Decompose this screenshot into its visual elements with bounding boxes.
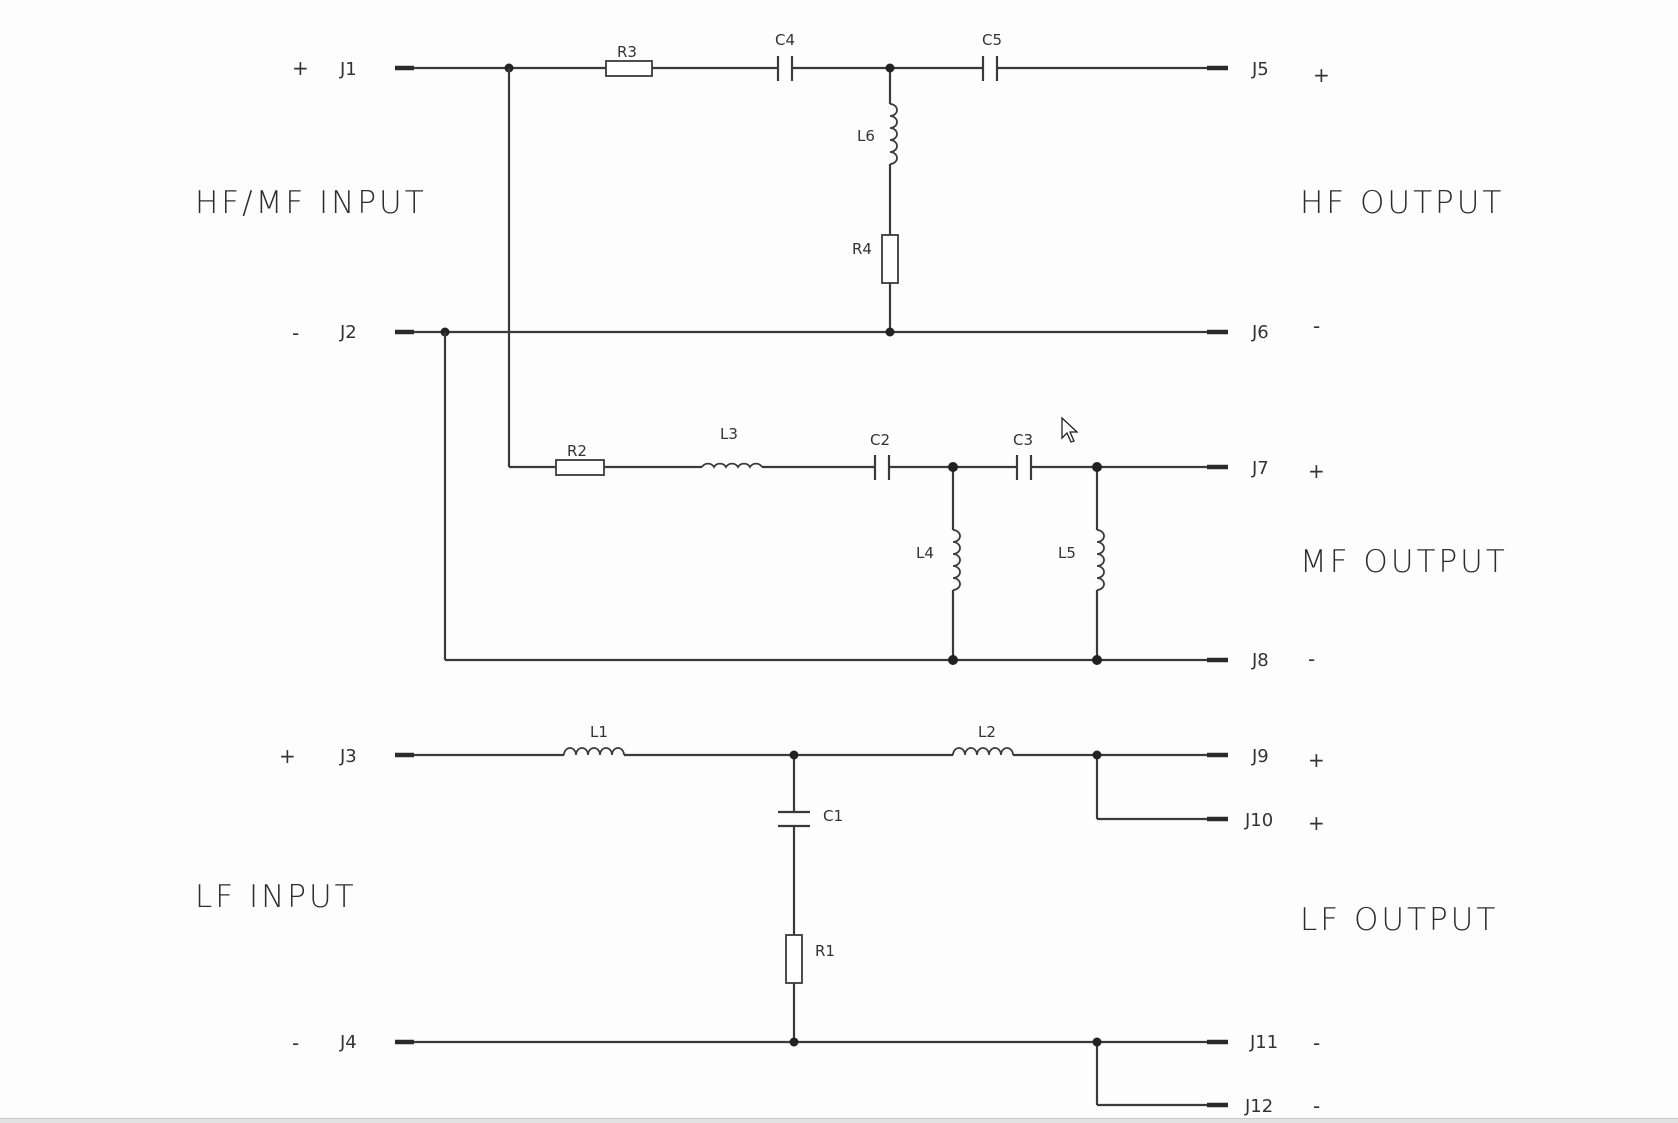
j9-polarity: +: [1308, 748, 1325, 772]
r2-resistor: [555, 459, 605, 476]
mouse-pointer-icon: [1061, 416, 1079, 443]
j8-label: J8: [1251, 650, 1269, 671]
junction-lf-j11: [1092, 1037, 1102, 1047]
hfmf-input-title: HF/MF INPUT: [195, 185, 427, 221]
j7-label: J7: [1251, 458, 1269, 479]
r4-label: R4: [852, 240, 872, 258]
window-bottom-edge: [0, 1118, 1678, 1123]
j10-label: J10: [1244, 810, 1273, 831]
junction-hf-top: [885, 63, 895, 73]
r1-resistor: [785, 934, 803, 984]
l1-inductor: [563, 747, 625, 756]
j5-label: J5: [1251, 59, 1269, 80]
c4-label: C4: [775, 31, 795, 49]
j10-polarity: +: [1308, 811, 1325, 835]
r2-label: R2: [567, 442, 587, 460]
r1-label: R1: [815, 942, 835, 960]
j7-polarity: +: [1308, 459, 1325, 483]
j3-label: J3: [339, 746, 357, 767]
l6-label: L6: [857, 127, 875, 145]
j12-polarity: -: [1313, 1094, 1320, 1118]
j4-label: J4: [339, 1032, 357, 1053]
j11-polarity: -: [1313, 1031, 1320, 1055]
l5-inductor: [1096, 529, 1105, 591]
junction-mf-l5-bottom: [1092, 655, 1102, 665]
l3-label: L3: [720, 425, 738, 443]
l3-inductor: [701, 462, 763, 469]
l1-label: L1: [590, 723, 608, 741]
j2-label: J2: [339, 322, 357, 343]
j6-polarity: -: [1313, 314, 1320, 338]
junction-hf-bottom: [885, 327, 895, 337]
junction-mf-l5-top: [1092, 462, 1102, 472]
r4-resistor: [881, 234, 899, 284]
j2-polarity: -: [292, 321, 299, 345]
j11-label: J11: [1249, 1032, 1278, 1053]
j3-polarity: +: [279, 744, 296, 768]
l6-inductor: [889, 103, 898, 165]
r3-label: R3: [617, 43, 637, 61]
lf-input-title: LF INPUT: [195, 879, 357, 915]
junction-lf-j9: [1092, 750, 1102, 760]
hf-output-title: HF OUTPUT: [1300, 185, 1504, 221]
l4-label: L4: [916, 544, 934, 562]
j12-label: J12: [1244, 1096, 1273, 1117]
c2-label: C2: [870, 431, 890, 449]
j4-polarity: -: [292, 1031, 299, 1055]
j5-polarity: +: [1313, 63, 1330, 87]
l2-inductor: [952, 747, 1014, 756]
junction-mf-l4-top: [948, 462, 958, 472]
c3-label: C3: [1013, 431, 1033, 449]
junction-mf-l4-bottom: [948, 655, 958, 665]
c1-label: C1: [823, 807, 843, 825]
r3-resistor: [605, 60, 653, 77]
l2-label: L2: [978, 723, 996, 741]
l5-label: L5: [1058, 544, 1076, 562]
l4-inductor: [952, 529, 961, 591]
j1-polarity: +: [292, 56, 309, 80]
mf-output-title: MF OUTPUT: [1300, 544, 1508, 580]
j8-polarity: -: [1308, 647, 1315, 671]
junction-lf-r1-bottom: [789, 1037, 799, 1047]
j1-label: J1: [339, 59, 357, 80]
lf-output-title: LF OUTPUT: [1300, 902, 1498, 938]
j9-label: J9: [1251, 746, 1269, 767]
c5-label: C5: [982, 31, 1002, 49]
junction-lf-c1-top: [789, 750, 799, 760]
j6-label: J6: [1251, 322, 1269, 343]
